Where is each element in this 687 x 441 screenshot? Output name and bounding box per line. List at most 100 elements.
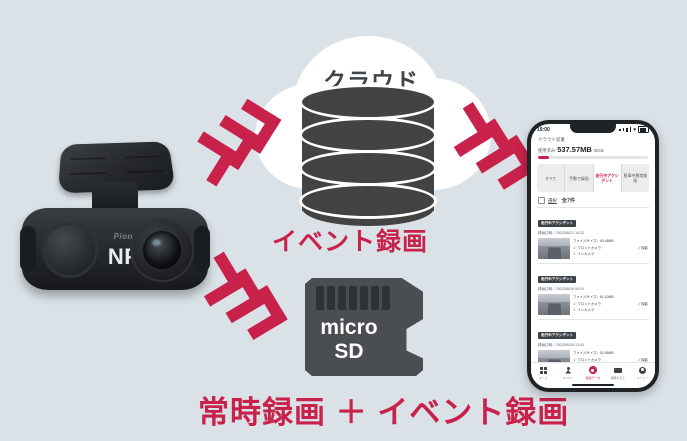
recording-list-item[interactable]: 走行中アクシデント録画日時：2022/06/16 09:24 ファイルサイズ：61… (537, 263, 649, 319)
recording-timestamp: 録画日時：2022/06/16 09:24 (538, 287, 584, 291)
download-icon[interactable]: ↧ (573, 308, 576, 312)
person-icon (565, 366, 572, 374)
recording-meta: ファイルサイズ：61.10MB↧フロントカメラ✓ 撮影↧インカメラ (573, 294, 648, 315)
select-all-checkbox[interactable] (538, 197, 545, 204)
recording-source-front-row: ↧フロントカメラ ✓ 撮影 (573, 301, 648, 308)
event-recording-caption: イベント録画 (272, 228, 429, 256)
download-icon[interactable]: ↧ (573, 245, 576, 250)
recording-body: ファイルサイズ：61.10MB↧フロントカメラ✓ 撮影↧インカメラ (538, 294, 648, 315)
filter-tabs[interactable]: すべて 手動で録画走行中アクシデント駐車中異常検知 (537, 164, 649, 192)
database-disc (302, 87, 434, 117)
tab-3[interactable]: 駐車中異常検知 (622, 164, 649, 192)
signal-icon (622, 128, 625, 131)
database-disc (302, 153, 434, 183)
select-label[interactable]: 選択 (548, 197, 557, 203)
nav-item-person[interactable]: マイカー (556, 366, 581, 380)
recording-timestamp: 録画日時：2022/06/21 18:22 (538, 231, 584, 235)
dashcam-body: Pioneer NP1 (20, 208, 210, 290)
dashcam-side-cap (194, 226, 210, 272)
download-icon[interactable]: ↧ (573, 301, 576, 306)
capacity-progress-bar (538, 156, 648, 159)
status-icons: ▾ (619, 126, 649, 133)
nav-item-label: 録画データ (585, 375, 601, 380)
recording-filesize: ファイルサイズ：63.48MB (573, 239, 614, 243)
recording-status: ✓ 撮影 (637, 357, 648, 362)
bracket-groove (70, 157, 106, 161)
phone-screen: 19:00 ▾ クラウド容量 使用済み 537.57MB /5GB (531, 124, 655, 388)
recording-source-in: インカメラ (577, 308, 595, 312)
capacity-title: クラウド容量 (538, 137, 565, 142)
sdcard-pin (316, 286, 324, 310)
recording-type-badge: 走行中アクシデント (538, 276, 577, 283)
capacity-progress-fill (538, 156, 549, 159)
nav-item-record-circle[interactable]: 録画データ (581, 366, 606, 380)
recording-source-in: インカメラ (577, 252, 595, 256)
sdcard-pin (382, 286, 390, 310)
tab-label: すべて (545, 175, 557, 181)
battery-icon (638, 126, 649, 133)
tab-0[interactable]: すべて (537, 164, 566, 192)
recording-body: ファイルサイズ：63.48MB ↧フロントカメラ✓ 撮影↧インカメラ (538, 238, 648, 259)
wifi-icon: ▾ (633, 126, 636, 133)
capacity-value: 537.57MB (557, 144, 592, 154)
tab-1[interactable]: 手動で録画 (565, 164, 594, 192)
dashcam-lens (143, 231, 181, 269)
nav-item-label: マイカー (562, 375, 574, 380)
capacity-used-label: 使用済み (538, 147, 556, 153)
sdcard-label-sd: SD (334, 340, 364, 363)
recording-source-front: フロントカメラ (577, 301, 602, 306)
nav-item-profile[interactable]: メニュー (630, 366, 655, 380)
nav-item-label: メニュー (636, 375, 649, 380)
record-circle-icon (588, 366, 597, 374)
dashcam-speaker-dial (42, 222, 98, 278)
recording-source-front-row: ↧フロントカメラ✓ 撮影 (573, 357, 648, 364)
sdcard-label-micro: micro (320, 316, 378, 339)
recording-status: ✓ 撮影 (637, 301, 648, 306)
download-icon[interactable]: ↧ (573, 252, 576, 256)
bracket-groove (125, 155, 161, 159)
recording-filesize: ファイルサイズ：61.10MB (573, 295, 614, 299)
home-indicator (572, 383, 614, 386)
signal-icon (629, 127, 632, 132)
nav-item-grid[interactable]: ホーム (531, 366, 556, 380)
recording-source-front: フロントカメラ (577, 245, 602, 250)
recording-thumbnail[interactable] (538, 238, 570, 259)
nav-item-label: ホーム (539, 375, 548, 380)
nav-item-label: 保険を見る (610, 375, 626, 380)
status-bar: 19:00 ▾ (531, 124, 655, 135)
lens-glint (152, 239, 161, 246)
profile-icon (639, 366, 647, 374)
dashcam-device: Pioneer NP1 (18, 132, 213, 312)
sdcard-pin (371, 286, 379, 310)
recording-type-badge: 走行中アクシデント (538, 332, 577, 339)
signal-icon (626, 127, 628, 132)
capacity-row: 使用済み 537.57MB /5GB (538, 145, 648, 154)
database-disc (302, 186, 434, 216)
select-row: 選択 全7件 (531, 192, 655, 207)
sdcard-pin (360, 286, 368, 310)
bracket-groove (126, 170, 163, 174)
signal-icon (619, 128, 621, 131)
recording-list-item[interactable]: 走行中アクシデント録画日時：2022/06/21 18:22 ファイルサイズ：63… (537, 207, 649, 263)
capacity-total: /5GB (593, 147, 604, 153)
database-disc (302, 120, 434, 150)
cloud-capacity-block: クラウド容量 使用済み 537.57MB /5GB (531, 135, 655, 163)
recording-type-badge: 走行中アクシデント (538, 220, 577, 227)
smartphone-mockup: 19:00 ▾ クラウド容量 使用済み 537.57MB /5GB (527, 120, 659, 392)
nav-item-card[interactable]: 保険を見る (605, 366, 630, 380)
sdcard-pin (349, 286, 357, 310)
card-icon (613, 366, 622, 374)
dashcam-brand-label: Pioneer (113, 232, 147, 241)
dashcam-side-cap (20, 226, 36, 272)
recording-source-front-row: ↧フロントカメラ✓ 撮影 (573, 245, 648, 252)
recording-source-in-row: ↧インカメラ (573, 307, 648, 314)
sdcard-pin (338, 286, 346, 310)
download-icon[interactable]: ↧ (573, 357, 576, 362)
phone-notch (570, 124, 616, 133)
recording-source-in-row: ↧インカメラ (573, 251, 648, 258)
tab-2[interactable]: 走行中アクシデント (593, 164, 622, 192)
bracket-groove (69, 171, 107, 176)
recording-thumbnail[interactable] (538, 294, 570, 315)
tab-label: 手動で録画 (569, 175, 589, 181)
